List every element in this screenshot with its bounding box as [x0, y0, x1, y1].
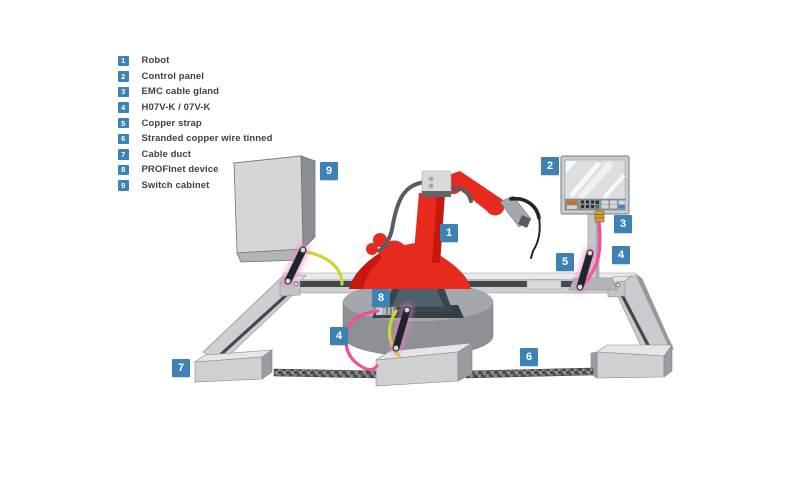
ground-cable-cabinet: [304, 250, 344, 286]
legend-number-badge: 2: [118, 71, 129, 82]
legend-item-label: Stranded copper wire tinned: [141, 133, 273, 145]
legend-item: 9 Switch cabinet: [118, 178, 272, 194]
legend-item: 6 Stranded copper wire tinned: [118, 131, 272, 147]
legend-item: 3 EMC cable gland: [118, 84, 272, 100]
legend-number-badge: 4: [118, 102, 129, 113]
legend-item-label: PROFInet device: [141, 164, 219, 176]
legend-number-badge: 8: [118, 164, 129, 176]
legend-item: 1 Robot: [118, 53, 272, 69]
callout-badge-stranded-wire: 6: [520, 348, 538, 366]
callout-badge-control-panel: 2: [541, 157, 559, 175]
callout-badge-copper-strap: 5: [556, 253, 574, 271]
copper-strap-cabinet: [281, 243, 310, 288]
legend-number-badge: 5: [118, 117, 129, 129]
robot-dress-cable: [377, 180, 431, 253]
legend-item-label: Copper strap: [141, 117, 202, 129]
robot: [349, 170, 541, 289]
legend-number-badge: 7: [118, 149, 129, 160]
switch-cabinet: [232, 155, 316, 263]
legend-item-label: H07V-K / 07V-K: [141, 102, 211, 114]
cable-h07v-k-left: [344, 309, 380, 372]
panel-keypad: [564, 198, 626, 211]
legend-number-badge: 6: [118, 133, 129, 145]
callout-badge-cable-right: 4: [612, 246, 630, 264]
legend-item-label: Switch cabinet: [141, 180, 210, 192]
copper-strap-robot: [389, 303, 414, 355]
stranded-copper-wire: [273, 367, 594, 379]
duct-block-bottom-right: [590, 344, 673, 379]
callout-badge-cable-duct: 7: [172, 359, 190, 377]
legend-item-label: Cable duct: [141, 148, 192, 160]
cable-duct-right: [611, 274, 674, 358]
welding-torch: [499, 195, 541, 259]
legend-item-label: Control panel: [141, 70, 205, 82]
legend-item-label: Robot: [141, 55, 170, 67]
legend-item: 5 Copper strap: [118, 115, 272, 131]
callout-badge-profinet-device: 8: [372, 289, 390, 307]
emc-cable-gland: [594, 210, 605, 223]
callout-badge-emc-cable-gland: 3: [614, 215, 632, 233]
robot-wrist: [485, 196, 505, 216]
legend-item-label: EMC cable gland: [141, 86, 220, 98]
duct-block-bottom-left: [193, 349, 274, 383]
legend-number-badge: 1: [118, 55, 129, 67]
callout-badge-switch-cabinet: 9: [320, 162, 338, 180]
callout-badge-cable-left: 4: [330, 327, 348, 345]
legend-item: 8 PROFInet device: [118, 162, 272, 178]
legend-item: 7 Cable duct: [118, 147, 272, 163]
control-panel: [560, 155, 630, 291]
legend-item: 4 H07V-K / 07V-K: [118, 100, 272, 116]
callout-badge-robot: 1: [440, 224, 458, 242]
legend-number-badge: 9: [118, 180, 129, 191]
legend: 1 Robot 2 Control panel 3 EMC cable glan…: [118, 53, 272, 193]
legend-item: 2 Control panel: [118, 69, 272, 85]
copper-strap-panel: [573, 246, 597, 294]
legend-number-badge: 3: [118, 86, 129, 98]
